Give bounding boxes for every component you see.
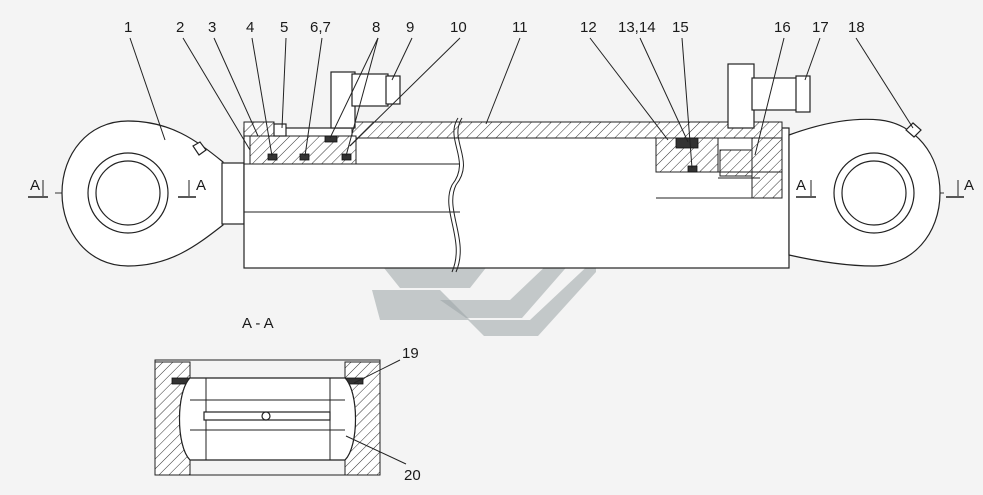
- callout-16: 16: [774, 19, 791, 36]
- cylinder-body: [243, 117, 790, 273]
- callout-15: 15: [672, 19, 689, 36]
- callout-1: 1: [124, 19, 132, 36]
- left-port-fitting: [330, 71, 401, 129]
- callout-18: 18: [848, 19, 865, 36]
- callout-5: 5: [280, 19, 288, 36]
- callout-12: 12: [580, 19, 597, 36]
- callout-11: 11: [512, 19, 528, 36]
- callout-9: 9: [406, 19, 414, 36]
- section-mark-left-1: A: [30, 177, 40, 194]
- callout-8: 8: [372, 19, 380, 36]
- callout-2: 2: [176, 19, 184, 36]
- right-port-fitting: [727, 63, 811, 129]
- section-mark-right-1: A: [796, 177, 806, 194]
- section-mark-left-2: A: [196, 177, 206, 194]
- callout-19: 19: [402, 345, 419, 362]
- section-title: A - A: [242, 315, 274, 332]
- callout-20: 20: [404, 467, 421, 484]
- section-mark-right-2: A: [964, 177, 974, 194]
- section-view-a-a: [154, 359, 407, 476]
- callout-numbers: 1 2 3 4 5 6,7 8 9 10 11 12 13,14 15 16 1…: [124, 19, 865, 36]
- callout-13-14: 13,14: [618, 19, 656, 36]
- section-markers: A A A A: [28, 177, 974, 198]
- callout-17: 17: [812, 19, 829, 36]
- leader-lines: [129, 37, 914, 169]
- callout-3: 3: [208, 19, 216, 36]
- callout-6-7: 6,7: [310, 19, 331, 36]
- callout-4: 4: [246, 19, 254, 36]
- right-eye: [788, 118, 941, 267]
- left-rod-eye: [61, 120, 245, 267]
- callout-10: 10: [450, 19, 467, 36]
